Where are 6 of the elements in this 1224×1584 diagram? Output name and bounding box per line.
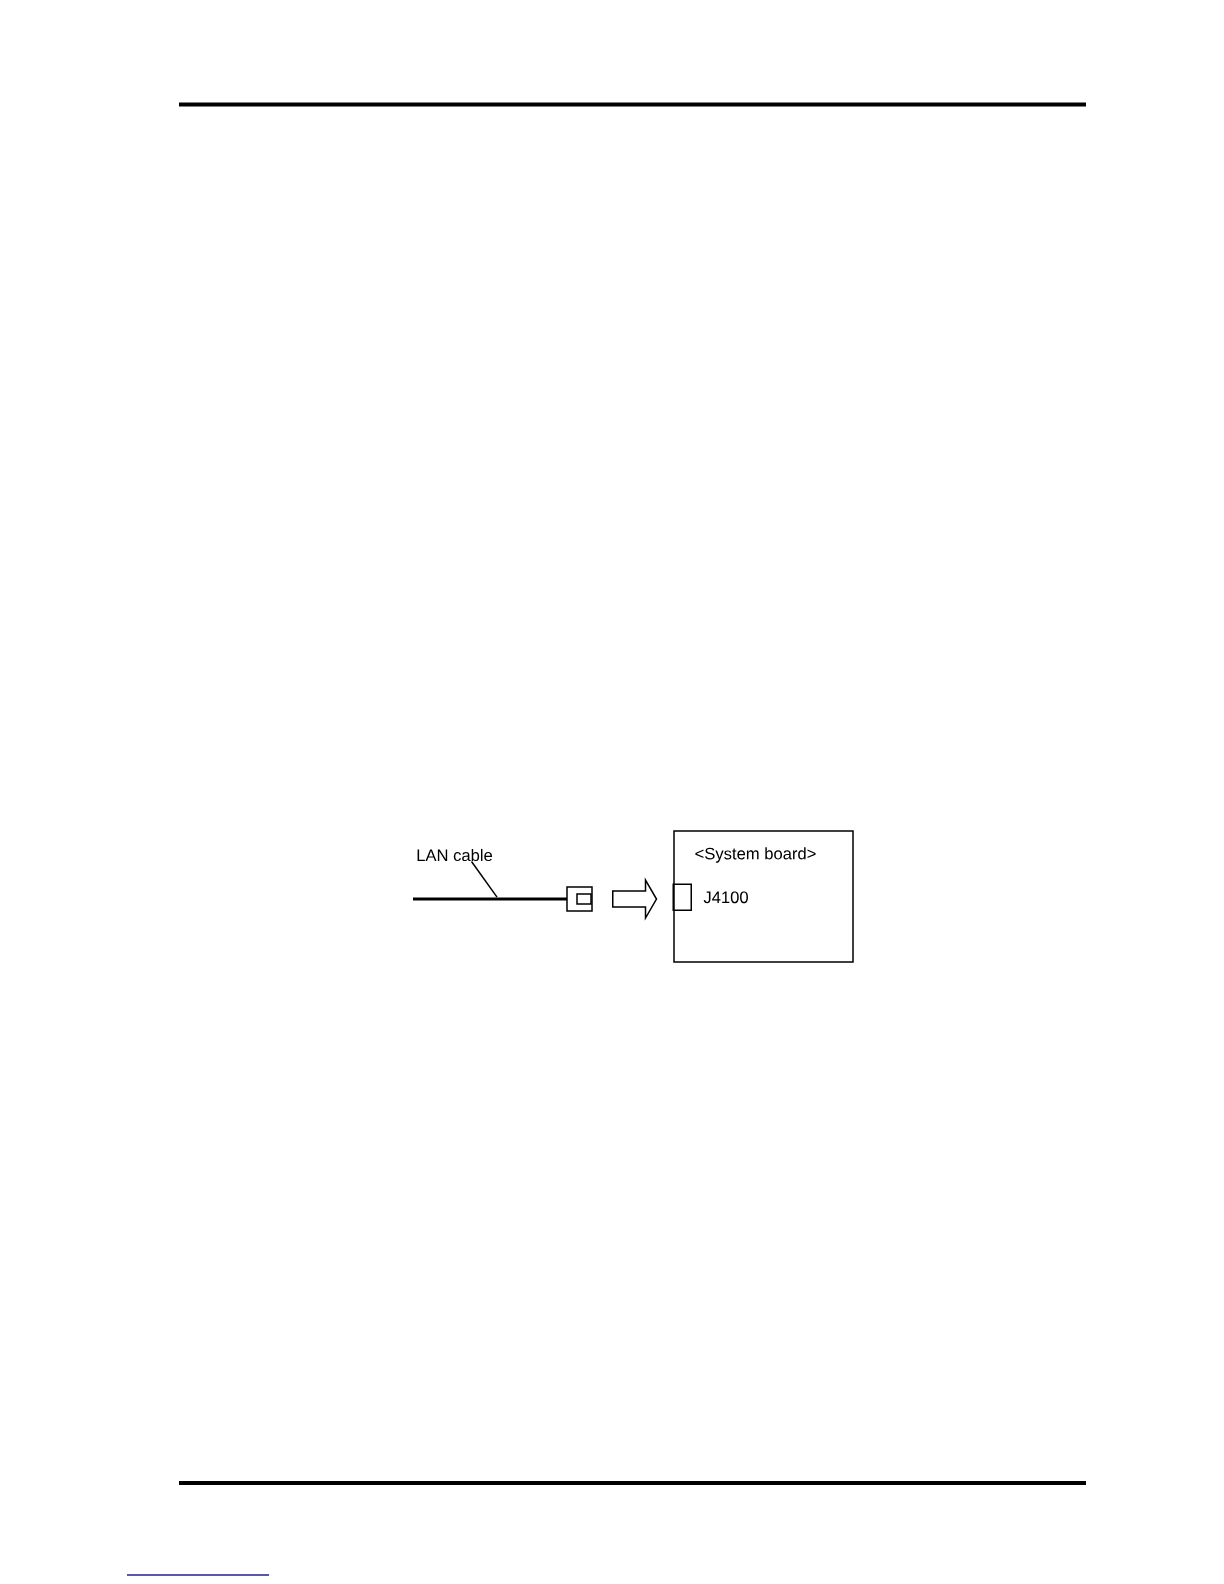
connector-label: J4100 [703,891,748,904]
cable-line [413,897,567,901]
block-arrow [612,877,658,921]
cable-label: LAN cable [417,848,493,862]
plug-drawing [566,886,593,912]
leader-line [470,860,498,898]
